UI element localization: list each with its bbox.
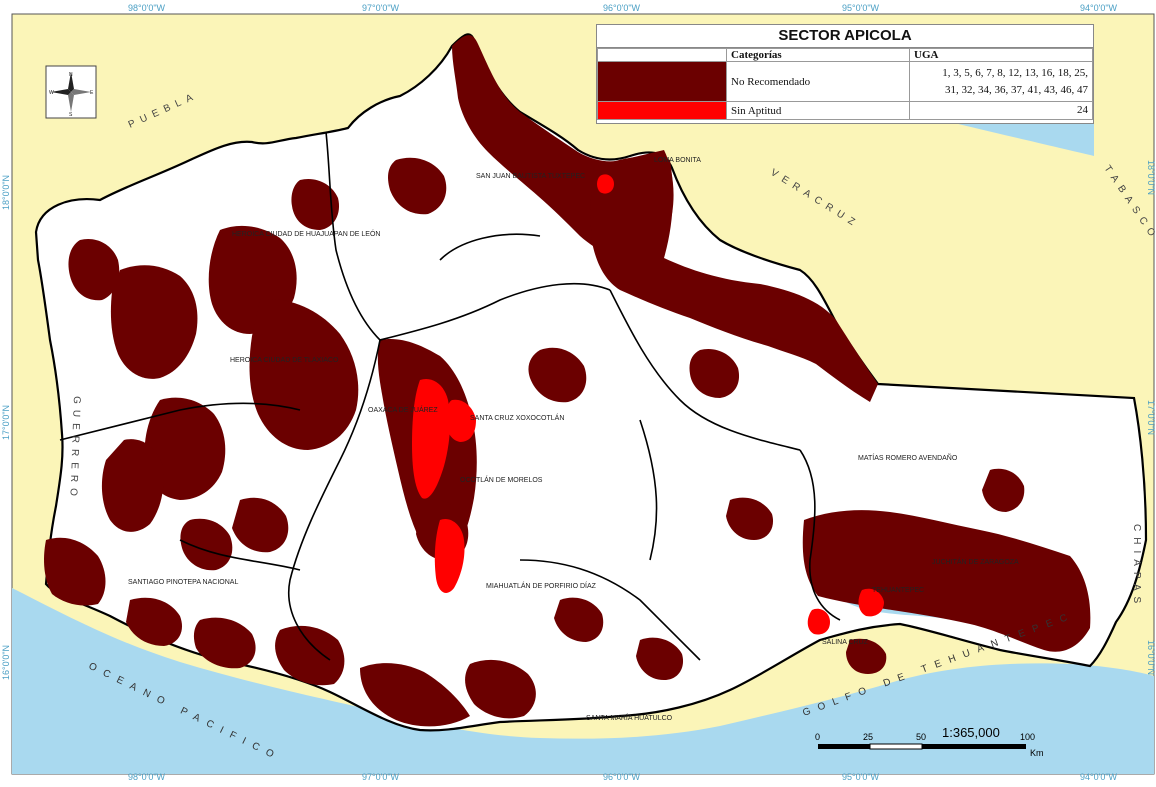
legend-swatch-no-recomendado — [597, 61, 727, 102]
compass-icon — [51, 72, 91, 112]
south-letter: S — [69, 112, 73, 118]
graticule-label: 17°0'0"N — [1, 405, 11, 440]
scale-segment — [869, 743, 923, 750]
place-label: SANTA MARÍA HUATULCO — [586, 713, 673, 722]
scale-segment — [818, 744, 870, 749]
place-label: SANTIAGO PINOTEPA NACIONAL — [128, 579, 238, 586]
graticule-label: 95°0'0"W — [842, 3, 880, 13]
graticule-label: 96°0'0"W — [603, 3, 641, 13]
legend-header-row: Categorías UGA — [597, 48, 1093, 62]
legend-swatch-sin-aptitud — [597, 101, 727, 120]
scale-unit: Km — [1030, 748, 1044, 758]
legend-header-categorias: Categorías — [726, 48, 910, 62]
graticule-label: 16°0'0"N — [1, 645, 11, 680]
legend-uga-cell: 1, 3, 5, 6, 7, 8, 12, 13, 16, 18, 25, 31… — [909, 61, 1093, 102]
place-label: MATÍAS ROMERO AVENDAÑO — [858, 453, 958, 462]
pacific-ocean — [12, 588, 1154, 774]
scale-tick: 100 — [1020, 732, 1035, 742]
north-arrow: N S E W — [45, 65, 97, 119]
scale-segment — [922, 744, 1026, 749]
graticule-label: 95°0'0"W — [842, 772, 880, 782]
graticule-label: 17°0'0"N — [1146, 400, 1156, 435]
place-label: SANTA CRUZ XOXOCOTLÁN — [470, 413, 564, 422]
legend-category: No Recomendado — [726, 61, 910, 102]
graticule-label: 98°0'0"W — [128, 3, 166, 13]
legend-title: SECTOR APICOLA — [597, 25, 1093, 48]
scale-tick: 50 — [916, 732, 926, 742]
scale-bar: 0 25 50 100 Km 1:365,000 — [815, 725, 1044, 758]
place-label: TEHUANTEPEC — [872, 587, 924, 594]
legend-row: No Recomendado 1, 3, 5, 6, 7, 8, 12, 13,… — [597, 61, 1093, 102]
north-letter: N — [69, 72, 73, 78]
graticule-label: 18°0'0"N — [1146, 160, 1156, 195]
graticule-label: 16°0'0"N — [1146, 640, 1156, 675]
west-letter: W — [49, 90, 54, 96]
place-label: OCOTLÁN DE MORELOS — [460, 475, 543, 484]
place-label: HEROICA CIUDAD DE HUAJUAPAN DE LEÓN — [232, 229, 380, 238]
region-label-guerrero: GUERRERO — [67, 396, 82, 502]
legend-row: Sin Aptitud 24 — [597, 101, 1093, 120]
graticule-right: 18°0'0"N 17°0'0"N 16°0'0"N — [1146, 160, 1156, 675]
sin-aptitud-areas — [412, 174, 884, 635]
legend-uga-line: 24 — [909, 101, 1093, 120]
graticule-label: 97°0'0"W — [362, 772, 400, 782]
place-label: JUCHITÁN DE ZARAGOZA — [932, 557, 1019, 566]
graticule-bottom: 98°0'0"W 97°0'0"W 96°0'0"W 95°0'0"W 94°0… — [128, 772, 1118, 782]
graticule-label: 98°0'0"W — [128, 772, 166, 782]
graticule-label: 18°0'0"N — [1, 175, 11, 210]
place-label: MIAHUATLÁN DE PORFIRIO DÍAZ — [486, 581, 597, 590]
legend-category: Sin Aptitud — [726, 101, 910, 120]
graticule-label: 94°0'0"W — [1080, 3, 1118, 13]
map-legend: SECTOR APICOLA Categorías UGA No Recomen… — [596, 24, 1094, 124]
place-label: SAN JUAN BAUTISTA TUXTEPEC — [476, 173, 585, 180]
legend-uga-line: 31, 32, 34, 36, 37, 41, 43, 46, 47 — [945, 83, 1088, 96]
legend-uga-line: 1, 3, 5, 6, 7, 8, 12, 13, 16, 18, 25, — [942, 66, 1088, 79]
east-letter: E — [90, 90, 94, 96]
place-label: OAXACA DE JUÁREZ — [368, 405, 438, 414]
place-labels: SAN JUAN BAUTISTA TUXTEPEC LOMA BONITA H… — [128, 157, 1019, 722]
graticule-top: 98°0'0"W 97°0'0"W 96°0'0"W 95°0'0"W 94°0… — [128, 3, 1118, 13]
place-label: LOMA BONITA — [654, 157, 701, 164]
graticule-label: 96°0'0"W — [603, 772, 641, 782]
graticule-label: 97°0'0"W — [362, 3, 400, 13]
graticule-left: 18°0'0"N 17°0'0"N 16°0'0"N — [1, 175, 11, 680]
no-recomendado-areas — [44, 35, 1091, 727]
scale-tick: 25 — [863, 732, 873, 742]
gulf-water — [950, 122, 1094, 156]
place-label: SALINA CRUZ — [822, 639, 869, 646]
legend-table: Categorías UGA No Recomendado 1, 3, 5, 6… — [597, 48, 1093, 120]
scale-ratio: 1:365,000 — [942, 725, 1000, 740]
region-label-chiapas: CHIAPAS — [1131, 524, 1142, 609]
legend-header-uga: UGA — [909, 48, 1093, 62]
legend-swatch-header — [597, 48, 727, 62]
scale-tick: 0 — [815, 732, 820, 742]
region-boundaries — [59, 131, 841, 661]
graticule-label: 94°0'0"W — [1080, 772, 1118, 782]
place-label: HEROICA CIUDAD DE TLAXIACO — [230, 357, 339, 364]
